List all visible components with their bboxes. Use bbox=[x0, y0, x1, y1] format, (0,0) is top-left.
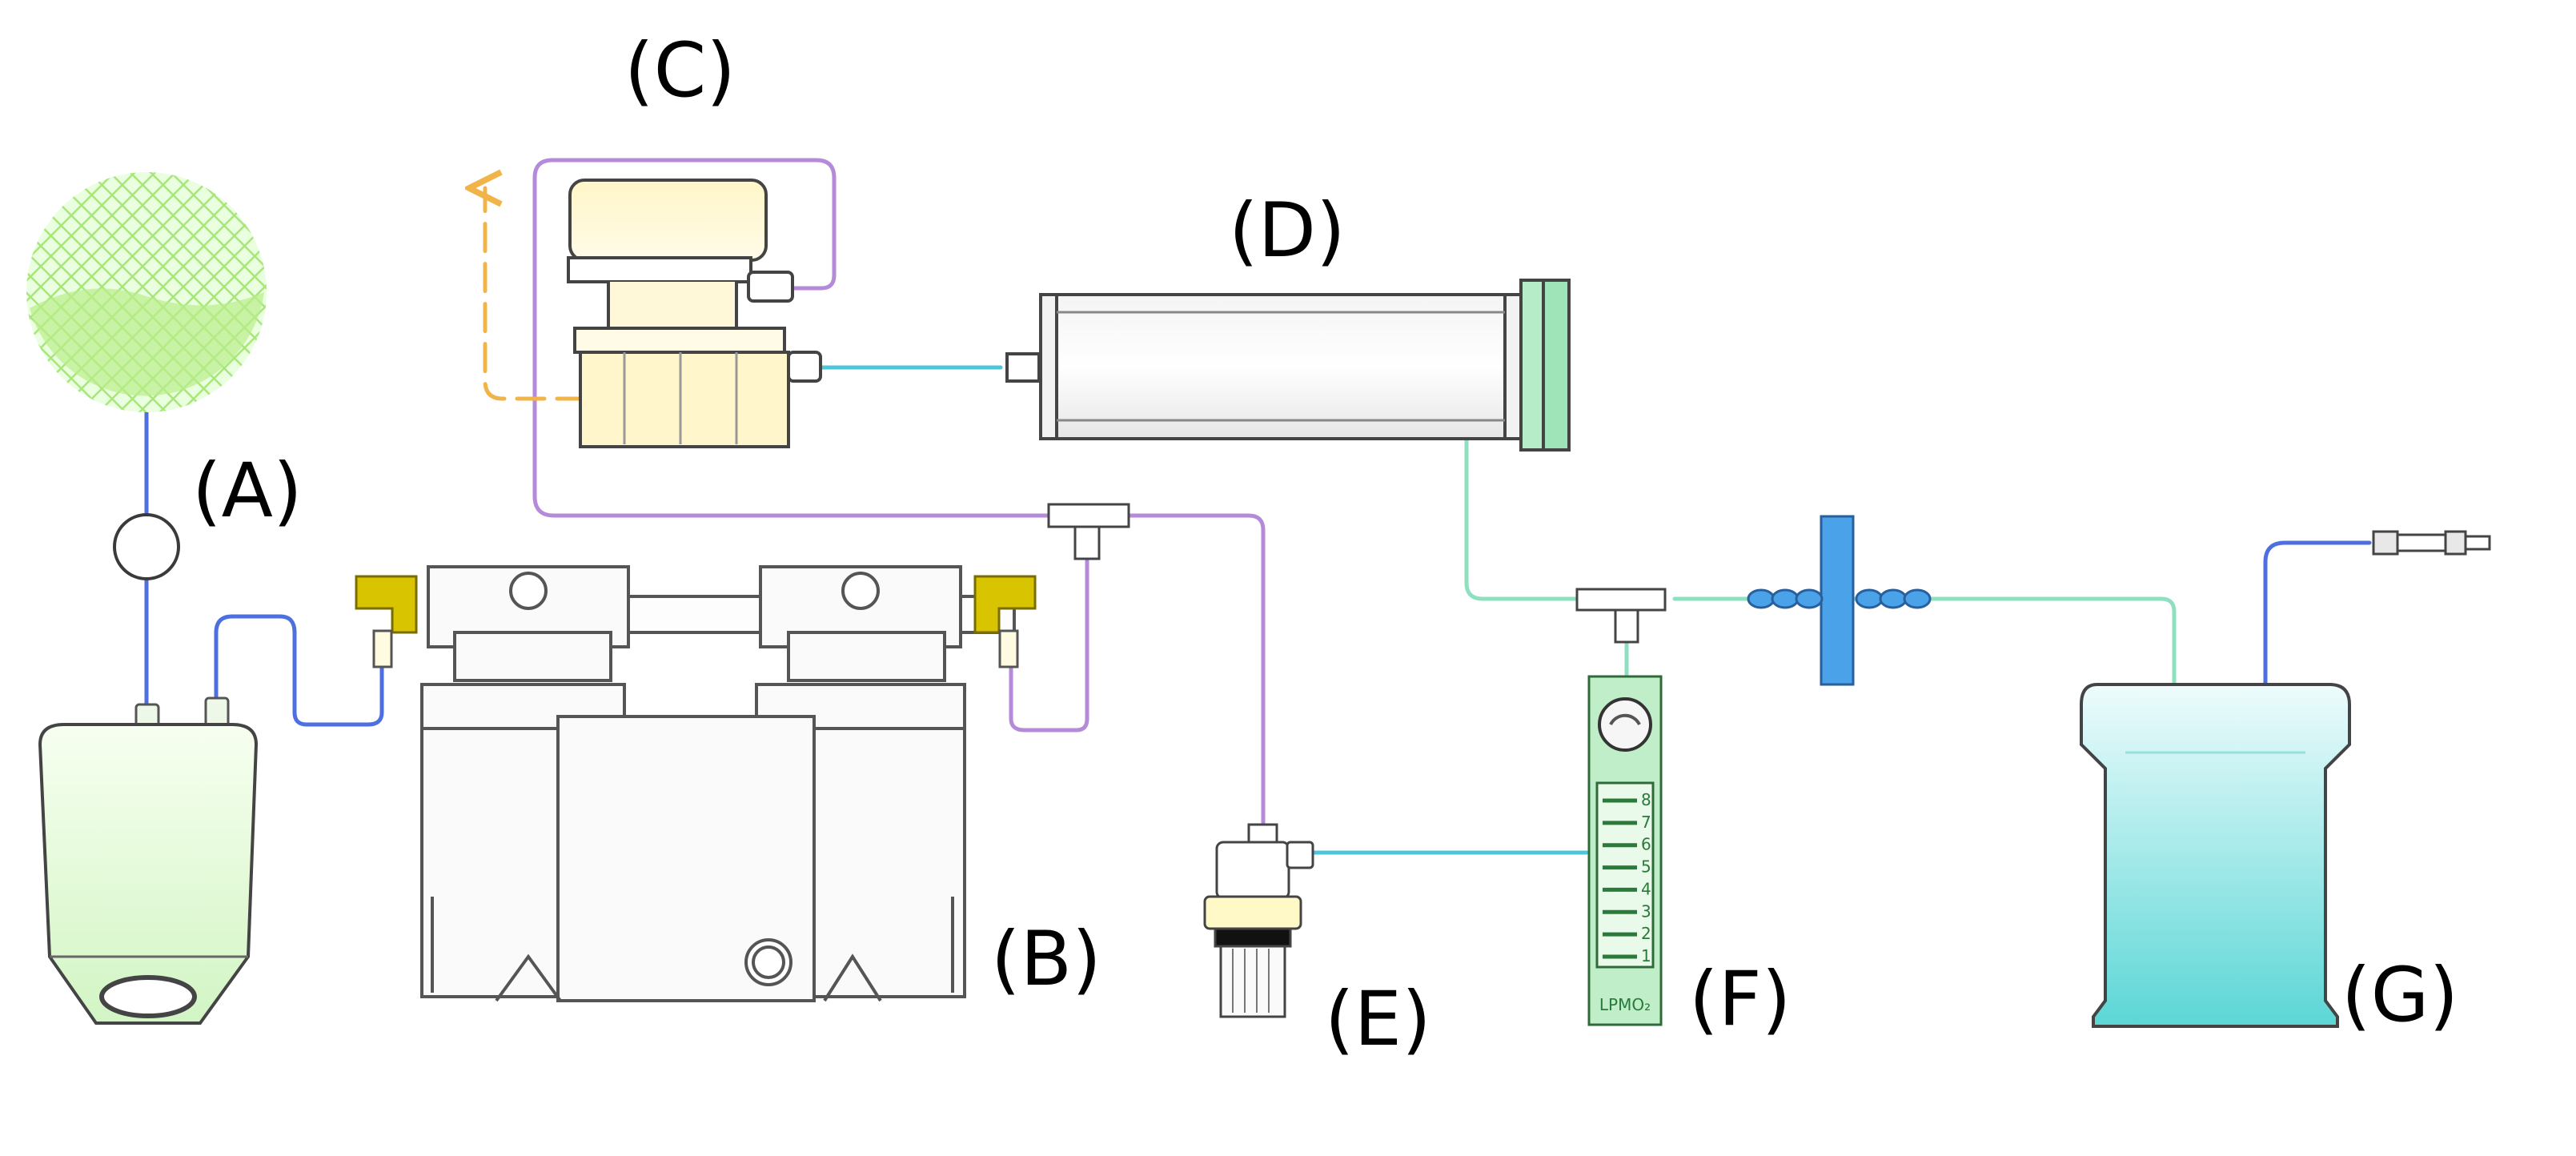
flowmeter-scale-number: 6 bbox=[1641, 835, 1651, 854]
compressor-b bbox=[356, 567, 1035, 1001]
label-e: (E) bbox=[1325, 976, 1431, 1063]
label-a: (A) bbox=[192, 448, 303, 535]
tee-fitting-mint bbox=[1577, 589, 1665, 642]
flowmeter-scale-number: 1 bbox=[1641, 946, 1651, 965]
bottle-g bbox=[2081, 684, 2349, 1026]
label-c: (C) bbox=[624, 27, 736, 114]
flowmeter-scale-number: 2 bbox=[1641, 924, 1651, 943]
tube-cylinder-out bbox=[1467, 436, 1575, 599]
flowmeter-scale-number: 3 bbox=[1641, 901, 1651, 921]
tube-to-humidifier bbox=[1113, 516, 1263, 833]
compressor-inlet-connector bbox=[356, 576, 416, 667]
flowmeter-scale-number: 5 bbox=[1641, 857, 1651, 877]
cylinder-d bbox=[1007, 280, 1569, 450]
humidifier-e bbox=[1205, 825, 1313, 1017]
module-c bbox=[568, 180, 821, 447]
flowmeter-scale-number: 4 bbox=[1641, 879, 1651, 898]
tube-to-compressor bbox=[216, 616, 382, 725]
tube-to-filter bbox=[1675, 599, 2174, 682]
tee-fitting-purple bbox=[1049, 504, 1129, 559]
tube-outlet bbox=[2265, 543, 2369, 688]
label-g: (G) bbox=[2341, 952, 2458, 1039]
flowmeter-scale-number: 7 bbox=[1641, 813, 1651, 832]
intake-cup bbox=[40, 698, 256, 1023]
flowmeter-unit: LPMO₂ bbox=[1599, 995, 1651, 1014]
inline-filter bbox=[1748, 516, 1930, 684]
label-f: (F) bbox=[1689, 956, 1791, 1043]
outlet-connector bbox=[2373, 532, 2490, 554]
flowmeter-scale-number: 8 bbox=[1641, 790, 1651, 809]
label-b: (B) bbox=[991, 916, 1101, 1003]
check-valve bbox=[114, 515, 179, 579]
label-d: (D) bbox=[1229, 187, 1346, 275]
